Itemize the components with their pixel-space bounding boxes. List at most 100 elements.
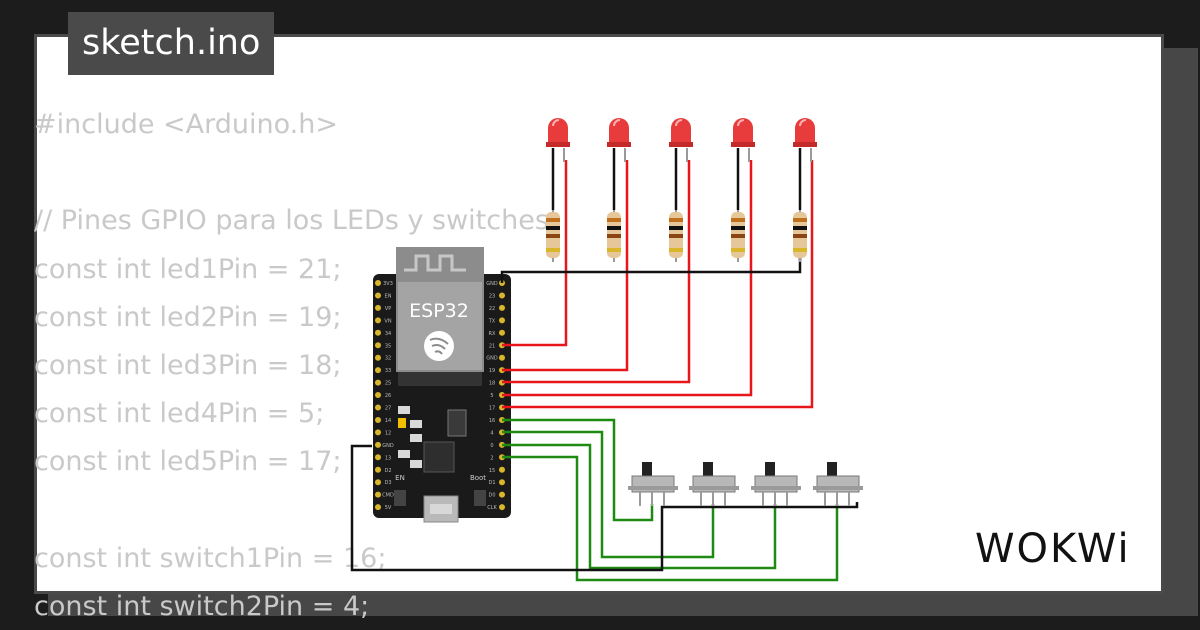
pin-left[interactable] <box>375 491 381 498</box>
pin-label: 26 <box>385 393 391 399</box>
led-rim <box>731 142 755 147</box>
red-led <box>548 118 568 146</box>
pin-right[interactable] <box>499 479 505 486</box>
wire-led5 <box>502 160 814 409</box>
pin-left[interactable] <box>375 329 381 336</box>
wire-led4 <box>502 160 753 397</box>
led-with-resistor[interactable] <box>607 118 631 262</box>
pin-right[interactable] <box>499 292 505 299</box>
pin-left[interactable] <box>375 379 381 386</box>
pin-label: 27 <box>385 406 391 412</box>
pin-label: 2 <box>490 455 493 461</box>
code-line: const int led2Pin = 19; <box>34 301 342 333</box>
usb-uart-chip <box>423 441 455 473</box>
boot-label: Boot <box>470 474 486 482</box>
slide-switch[interactable] <box>689 462 739 506</box>
pin-label: 3V3 <box>383 281 393 287</box>
slide-switch[interactable] <box>813 462 863 506</box>
red-led <box>795 118 815 146</box>
pin-label: 16 <box>489 418 495 424</box>
switch-wires <box>502 418 839 582</box>
pin-left[interactable] <box>375 466 381 473</box>
led-with-resistor[interactable] <box>731 118 755 262</box>
code-line: const int led3Pin = 18; <box>34 350 342 381</box>
pin-label: TX <box>488 318 496 324</box>
board-label: ESP32 <box>409 300 469 322</box>
pin-label: 5 <box>490 393 493 399</box>
pin-label: 23 <box>489 293 495 299</box>
pin-label: RX <box>489 331 496 337</box>
pin-left[interactable] <box>375 441 381 448</box>
code-line: const int led5Pin = 17; <box>34 446 342 478</box>
en-label: EN <box>395 474 405 482</box>
led-with-resistor[interactable] <box>669 118 693 262</box>
pin-label: 33 <box>385 368 391 374</box>
pin-right[interactable] <box>499 491 505 498</box>
pin-left[interactable] <box>375 504 381 511</box>
slide-switch[interactable] <box>628 462 678 506</box>
pin-left[interactable] <box>375 342 381 349</box>
pin-left[interactable] <box>375 416 381 423</box>
code-line: const int switch2Pin = 4; <box>34 591 370 622</box>
boot-button[interactable] <box>474 490 486 506</box>
pin-label: CMD <box>382 493 394 499</box>
pin-label: 35 <box>385 343 391 349</box>
canvas-card <box>34 34 1164 594</box>
pin-left[interactable] <box>375 354 381 361</box>
wire-switch3 <box>502 443 777 570</box>
pin-left[interactable] <box>375 317 381 324</box>
pin-label: 17 <box>489 406 495 412</box>
wire-gnd-leds <box>500 258 802 283</box>
led-with-resistor[interactable] <box>793 118 817 262</box>
pin-label: 14 <box>385 418 391 424</box>
led-rim <box>607 142 631 147</box>
pin-label: 4 <box>490 430 493 436</box>
pin-label: CLK <box>487 505 497 511</box>
pin-label: D2 <box>384 468 391 474</box>
pin-label: VP <box>385 306 391 312</box>
pin-right[interactable] <box>499 304 505 311</box>
pin-left[interactable] <box>375 304 381 311</box>
red-led <box>609 118 629 146</box>
esp32-board[interactable]: ESP32 EN Boot 3V3ENVPVN34353233252627141… <box>373 247 511 523</box>
pin-left[interactable] <box>375 404 381 411</box>
led-wires <box>502 160 814 409</box>
regulator-chip <box>447 409 467 437</box>
pin-label: 22 <box>489 306 495 312</box>
pin-right[interactable] <box>499 504 505 511</box>
wire-switch1 <box>502 418 654 522</box>
file-tab-title[interactable]: sketch.ino <box>68 12 275 75</box>
pin-left[interactable] <box>375 392 381 399</box>
pin-right[interactable] <box>499 354 505 361</box>
pin-label: GND <box>486 281 498 287</box>
pin-label: 18 <box>489 381 495 387</box>
pin-left[interactable] <box>375 479 381 486</box>
pin-left[interactable] <box>375 292 381 299</box>
antenna-trace <box>404 254 466 272</box>
wire-switch2 <box>502 430 715 559</box>
pin-label: 12 <box>385 430 391 436</box>
pin-left[interactable] <box>375 280 381 286</box>
led-with-resistor[interactable] <box>546 118 570 262</box>
slide-switch[interactable] <box>751 462 801 506</box>
code-line: const int led4Pin = 5; <box>34 398 325 430</box>
wire-gnd-switches <box>350 444 859 572</box>
switch-knob <box>827 462 837 476</box>
pin-right[interactable] <box>499 317 505 324</box>
pin-label: 19 <box>489 368 495 374</box>
pin-right[interactable] <box>499 329 505 336</box>
pin-label: 32 <box>385 356 391 362</box>
pin-left[interactable] <box>375 454 381 461</box>
en-button[interactable] <box>394 490 406 506</box>
pin-label: 0 <box>490 443 493 449</box>
pin-label: D0 <box>488 493 495 499</box>
led-rim <box>793 142 817 147</box>
pin-label: D1 <box>488 480 495 486</box>
pin-left[interactable] <box>375 367 381 374</box>
pin-label: 15 <box>489 468 495 474</box>
red-led <box>733 118 753 146</box>
pin-label: EN <box>385 293 392 299</box>
pin-left[interactable] <box>375 429 381 436</box>
pin-right[interactable] <box>499 466 505 473</box>
switch-knob <box>703 462 713 476</box>
